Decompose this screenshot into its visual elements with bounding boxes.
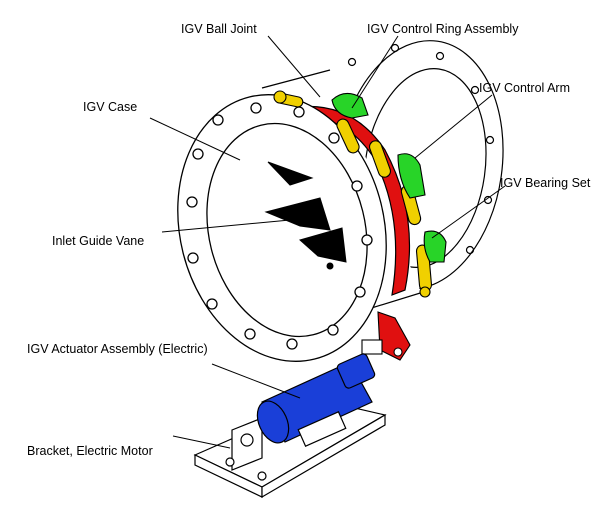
label-bracket: Bracket, Electric Motor [27, 444, 153, 458]
label-control-ring: IGV Control Ring Assembly [367, 22, 519, 36]
label-inlet-guide-vane: Inlet Guide Vane [52, 234, 145, 248]
label-ball-joint: IGV Ball Joint [181, 22, 257, 36]
label-actuator: IGV Actuator Assembly (Electric) [27, 342, 208, 356]
label-control-arm: IGV Control Arm [479, 81, 570, 95]
actuator-crank [361, 311, 411, 361]
label-case: IGV Case [83, 100, 138, 114]
inlet-guide-vanes [264, 161, 347, 270]
actuator-cylinder [256, 353, 376, 447]
front-flange [177, 94, 387, 362]
label-bearing-set: IGV Bearing Set [500, 176, 591, 190]
leader-lines [149, 35, 506, 449]
control-arms [331, 92, 447, 263]
